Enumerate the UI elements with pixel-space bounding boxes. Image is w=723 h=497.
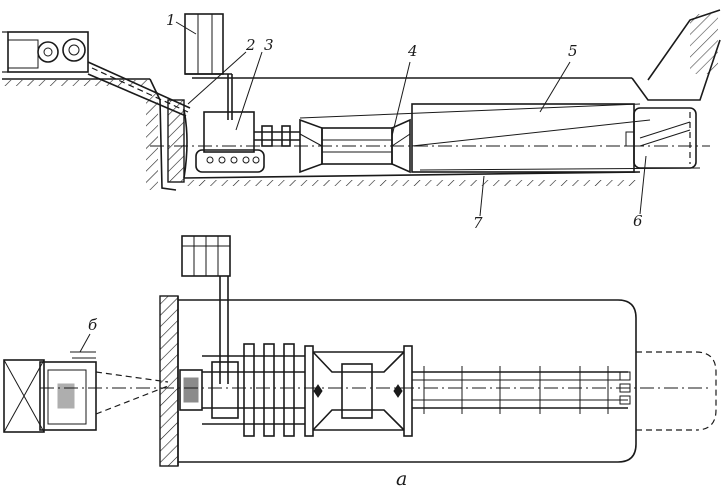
crane bbox=[184, 13, 233, 120]
label-3: 3 bbox=[264, 36, 274, 54]
thrust-wall-plan bbox=[159, 295, 179, 467]
crane-plan bbox=[181, 235, 231, 384]
ground-surface-right bbox=[192, 9, 721, 101]
remote-vehicle bbox=[3, 351, 169, 433]
tunnel-roof bbox=[299, 103, 641, 119]
shaft-wall bbox=[146, 78, 177, 191]
pipe-plan-hidden bbox=[619, 351, 717, 431]
leader-b bbox=[79, 333, 91, 353]
section-view bbox=[2, 9, 721, 217]
surface-vehicle bbox=[2, 31, 89, 73]
label-5: 5 bbox=[568, 42, 578, 60]
jack-station bbox=[195, 111, 300, 173]
thrust-wall bbox=[167, 99, 188, 183]
plan-view bbox=[3, 235, 717, 467]
pushing-frame bbox=[299, 118, 411, 174]
label-1: 1 bbox=[166, 11, 176, 29]
pushing-frame-plan bbox=[304, 345, 413, 437]
label-6: 6 bbox=[633, 212, 643, 230]
label-b: б bbox=[88, 316, 98, 334]
leader-lines bbox=[175, 21, 647, 217]
label-2: 2 bbox=[246, 36, 256, 54]
pit-outline bbox=[178, 299, 637, 463]
sight-line bbox=[411, 119, 651, 147]
jack-assembly-plan bbox=[179, 343, 305, 437]
pipe-casing bbox=[411, 103, 697, 173]
label-4: 4 bbox=[408, 42, 418, 60]
label-7: 7 bbox=[473, 214, 483, 232]
guide-rails bbox=[412, 366, 628, 414]
figure-caption: a bbox=[396, 468, 408, 490]
